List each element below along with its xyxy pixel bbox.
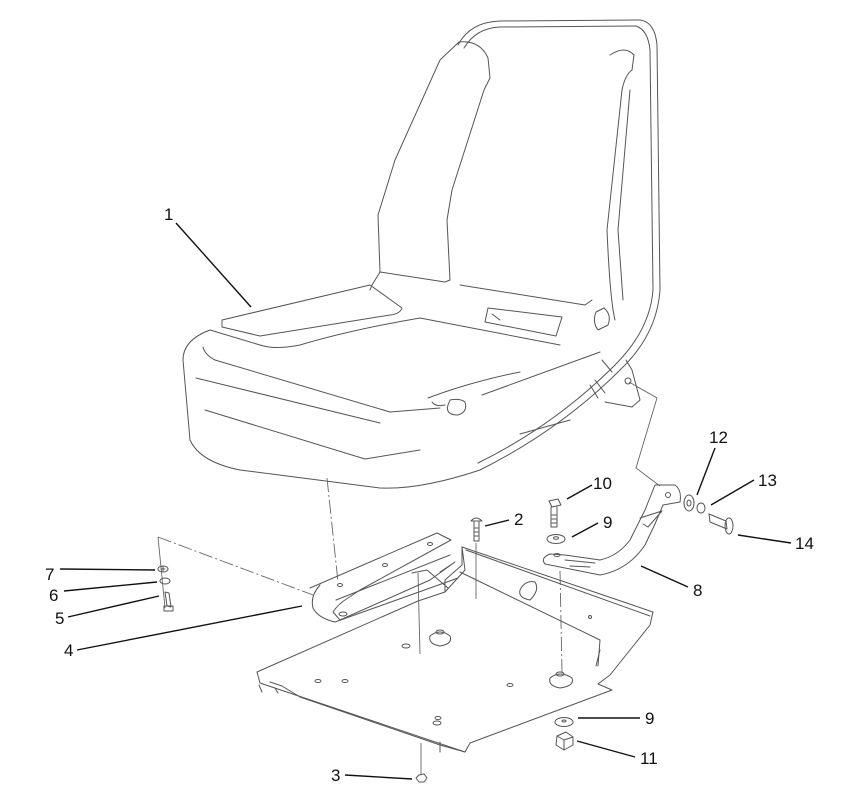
washer-part-9-lower: [554, 717, 574, 727]
callout-14: 14: [795, 534, 814, 553]
bolt-part-10: [548, 498, 562, 528]
callout-13: 13: [758, 471, 777, 490]
callout-9-lower: 9: [645, 709, 655, 728]
callout-1: 1: [164, 205, 174, 224]
seat-part-1: [182, 19, 661, 489]
callout-5: 5: [55, 609, 65, 628]
callout-9-upper: 9: [603, 513, 613, 532]
callout-8: 8: [693, 581, 703, 600]
nut-part-11: [555, 731, 574, 751]
callout-7: 7: [45, 565, 55, 584]
lockwasher-part-13: [696, 502, 706, 514]
washer-part-12: [683, 494, 695, 512]
carriage-bolt-part-2: [470, 517, 483, 542]
bolt-part-14: [708, 513, 734, 535]
nut-part-3: [415, 773, 428, 783]
seat-mounting-plate: [256, 546, 654, 753]
hardware-5-6-7: [157, 565, 174, 612]
callout-11: 11: [640, 749, 658, 768]
seat-bracket-part-4: [309, 532, 459, 623]
callout-3: 3: [331, 766, 341, 785]
assembly-axis-lines: [157, 381, 661, 774]
callout-6: 6: [49, 586, 59, 605]
callout-4: 4: [64, 641, 74, 660]
callout-12: 12: [709, 428, 728, 447]
callout-2: 2: [514, 510, 524, 529]
callout-10: 10: [593, 474, 612, 493]
washer-part-9-upper: [546, 534, 566, 544]
strap-bracket-part-8: [542, 484, 681, 576]
leader-lines: [59, 222, 792, 780]
